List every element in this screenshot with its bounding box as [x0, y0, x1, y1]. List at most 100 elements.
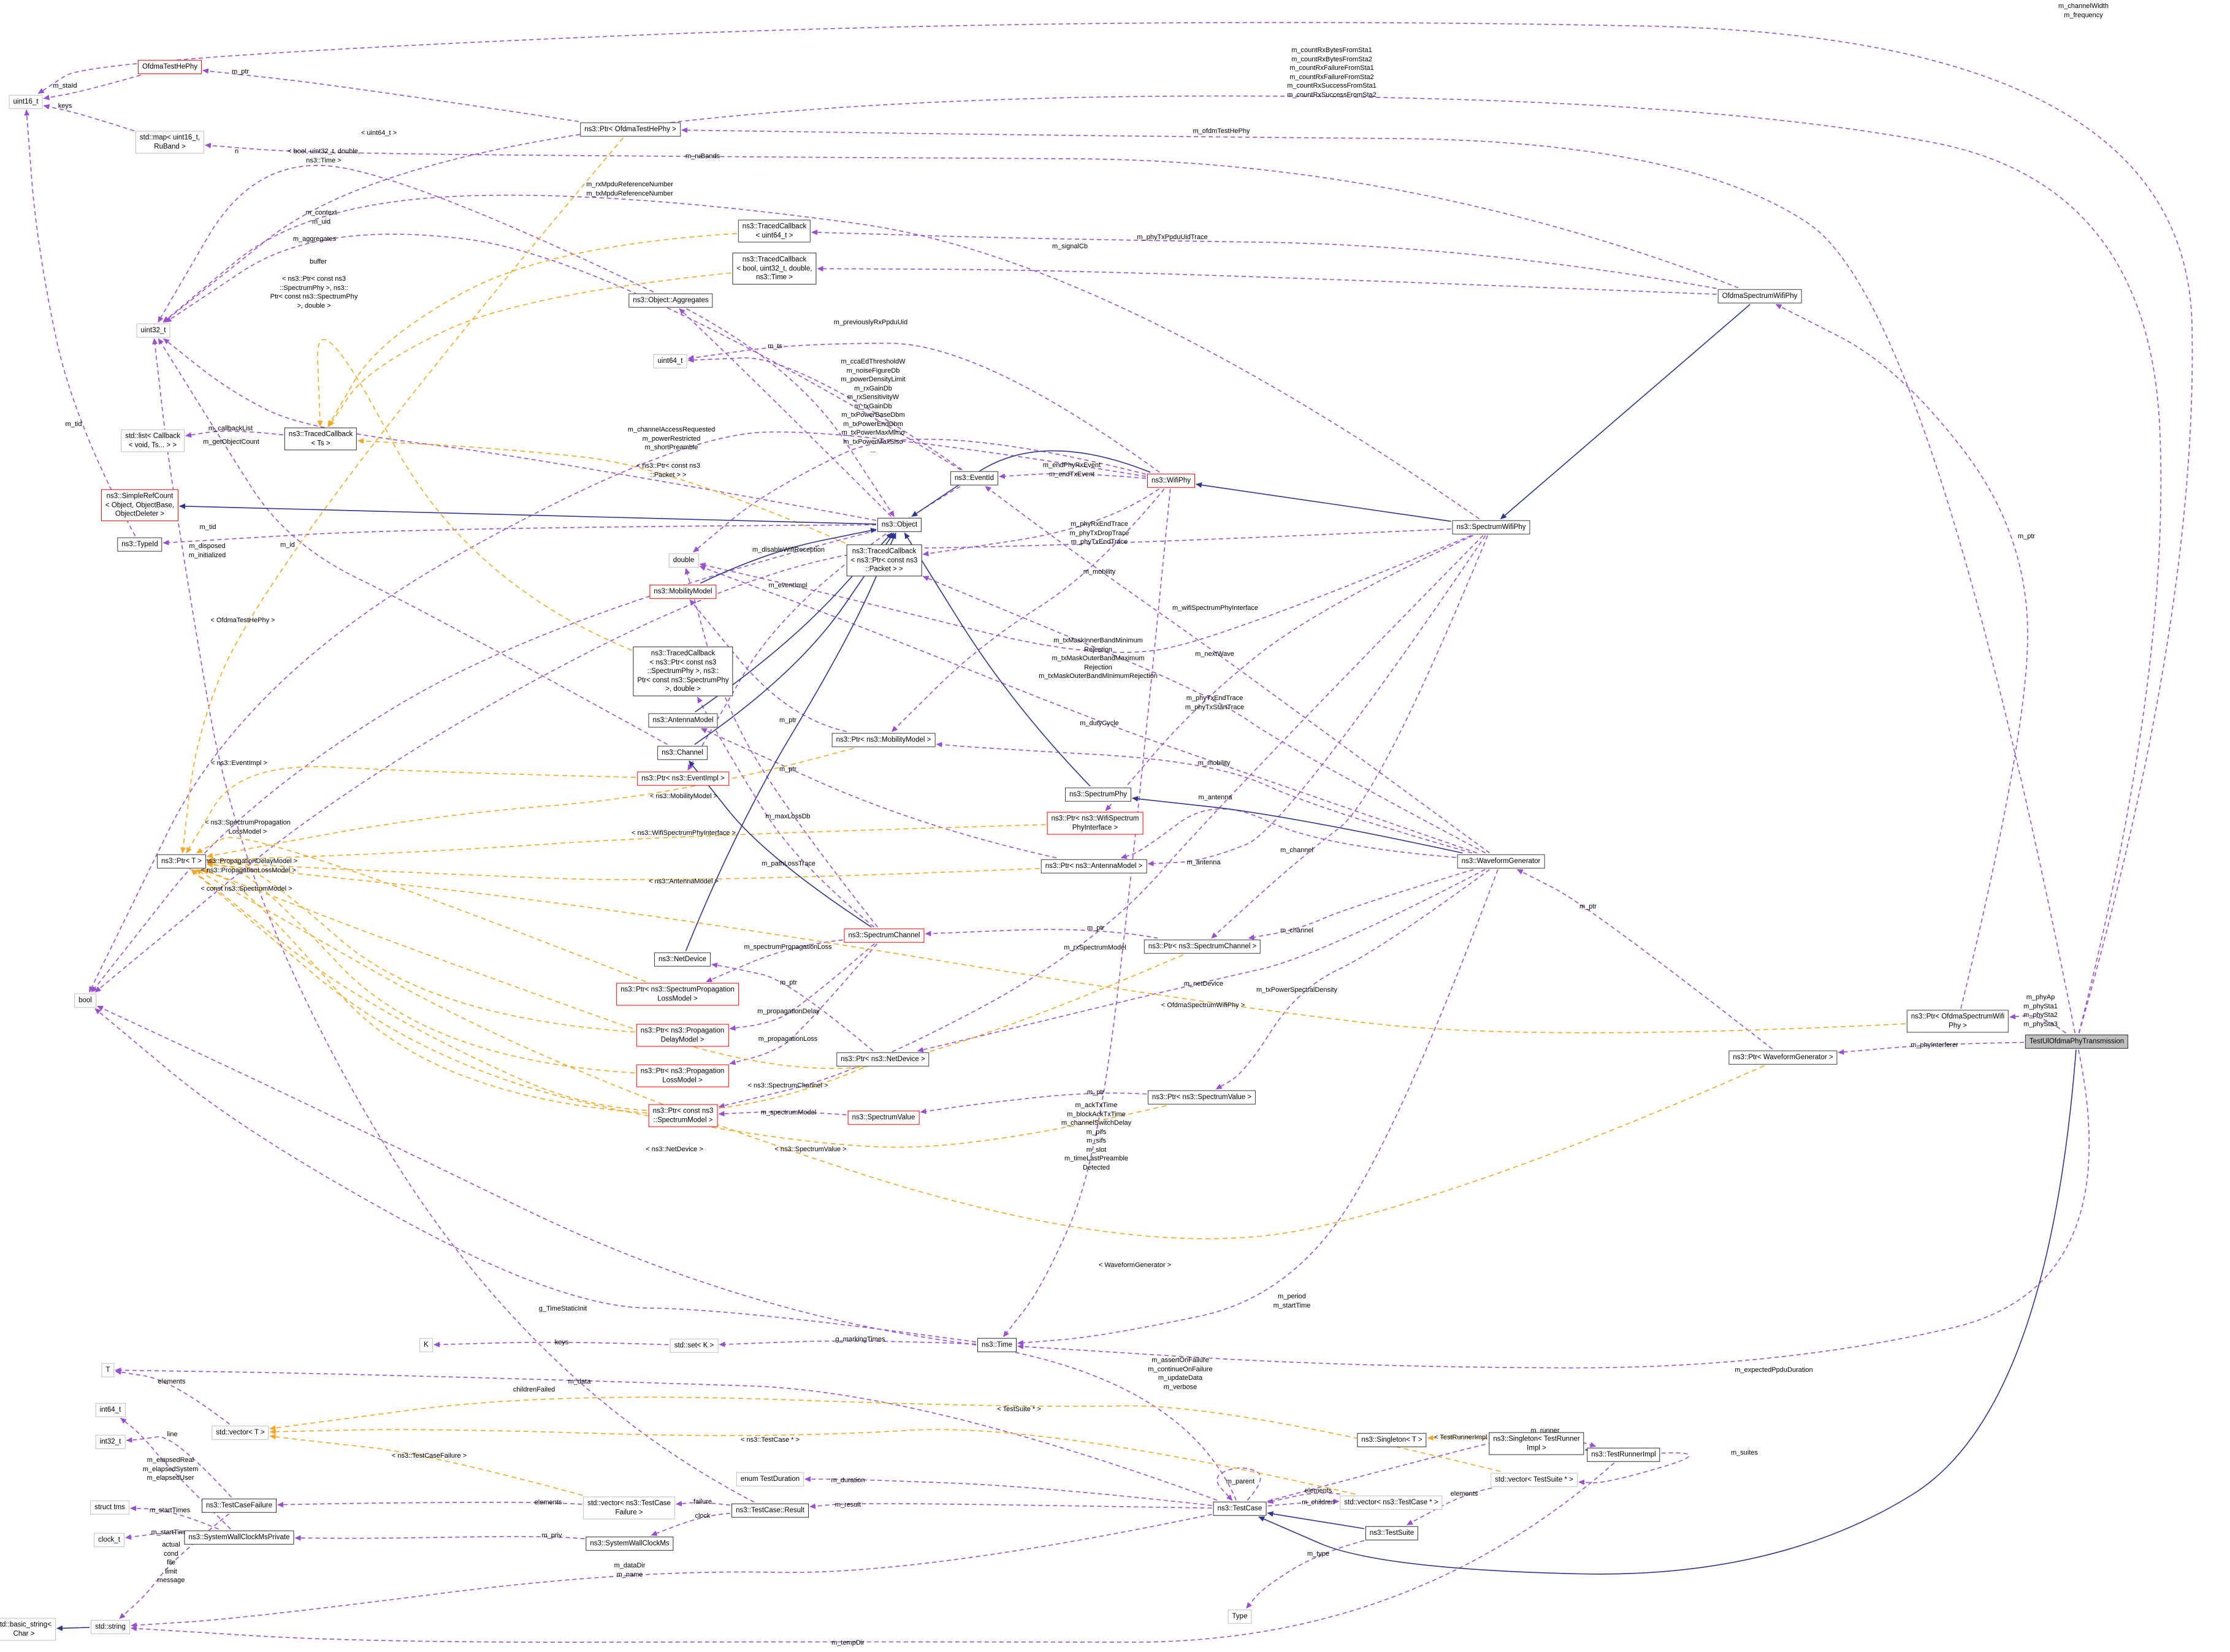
- node-std_map[interactable]: std::map< uint16_t, RuBand >: [135, 131, 205, 154]
- node-spectrumphy[interactable]: ns3::SpectrumPhy: [1065, 787, 1131, 802]
- node-std_string[interactable]: std::string: [91, 1620, 130, 1634]
- node-ns3_time[interactable]: ns3::Time: [977, 1338, 1017, 1352]
- node-ptr_ofdma_hephy[interactable]: ns3::Ptr< OfdmaTestHePhy >: [580, 122, 681, 137]
- edge-label: < uint64_t >: [361, 129, 397, 137]
- edge-testcase-vec_tcp: [1267, 1498, 1340, 1507]
- edge-testcase-bool: [97, 1005, 1237, 1501]
- node-spec_value[interactable]: ns3::SpectrumValue: [847, 1110, 920, 1125]
- edge-label: childrenFailed: [513, 1386, 556, 1393]
- node-ofdma_spec[interactable]: OfdmaSpectrumWifiPhy: [1717, 289, 1802, 303]
- node-ptr_ant[interactable]: ns3::Ptr< ns3::AntennaModel >: [1041, 859, 1147, 874]
- node-double[interactable]: double: [668, 553, 699, 568]
- node-eventid[interactable]: ns3::EventId: [950, 471, 998, 485]
- node-uint64[interactable]: uint64_t: [653, 354, 687, 368]
- edge-label: m_ofdmTestHePhy: [1193, 128, 1250, 135]
- node-tc_ts[interactable]: ns3::TracedCallback < Ts >: [284, 427, 357, 451]
- edge-eventid-uint32: [165, 234, 961, 471]
- node-tc_packet[interactable]: ns3::TracedCallback < ns3::Ptr< const ns…: [846, 544, 922, 576]
- node-ptr_wavegen[interactable]: ns3::Ptr< WaveformGenerator >: [1728, 1050, 1838, 1065]
- node-enum_dur[interactable]: enum TestDuration: [736, 1472, 804, 1486]
- edge-aggregates-object: [685, 308, 895, 517]
- node-uint32[interactable]: uint32_t: [136, 323, 170, 338]
- edge-label: m_nextWave: [1195, 650, 1234, 658]
- node-t[interactable]: T: [101, 1363, 115, 1377]
- node-tc_bool[interactable]: ns3::TracedCallback < bool, uint32_t, do…: [732, 253, 817, 284]
- node-vec_ts[interactable]: std::vector< TestSuite * >: [1491, 1472, 1578, 1487]
- edge-label: m_signalCb: [1052, 243, 1088, 250]
- node-swcm[interactable]: ns3::SystemWallClockMs: [586, 1536, 674, 1551]
- edge-label: m_txPowerSpectralDensity: [1256, 986, 1338, 994]
- node-simpleref[interactable]: ns3::SimpleRefCount < Object, ObjectBase…: [101, 489, 179, 521]
- node-ptr_specmodel[interactable]: ns3::Ptr< const ns3 ::SpectrumModel >: [648, 1104, 718, 1127]
- node-spec_wifi[interactable]: ns3::SpectrumWifiPhy: [1452, 520, 1530, 535]
- node-tc_uint64[interactable]: ns3::TracedCallback < uint64_t >: [738, 219, 811, 243]
- node-singleton_t[interactable]: ns3::Singleton< T >: [1357, 1433, 1427, 1447]
- edge-label: m_ptr: [231, 68, 250, 75]
- node-typeid[interactable]: ns3::TypeId: [117, 537, 162, 552]
- node-ptr_mob[interactable]: ns3::Ptr< ns3::MobilityModel >: [831, 733, 936, 747]
- edge-label: m_mobility: [1083, 568, 1116, 576]
- node-vec_tcp[interactable]: std::vector< ns3::TestCase * >: [1340, 1495, 1443, 1510]
- edge-ofdma_hephy-uint16: [43, 74, 141, 101]
- node-struct_tms[interactable]: struct tms: [90, 1500, 129, 1515]
- node-wifiphy[interactable]: ns3::WifiPhy: [1147, 473, 1195, 488]
- node-testsuite[interactable]: ns3::TestSuite: [1365, 1526, 1419, 1540]
- node-target[interactable]: TestUlOfdmaPhyTransmission: [2025, 1034, 2129, 1049]
- node-basic_string[interactable]: std::basic_string< Char >: [0, 1618, 56, 1641]
- edge-label: m_result: [834, 1501, 861, 1509]
- node-ptr_specprop[interactable]: ns3::Ptr< ns3::SpectrumPropagation LossM…: [616, 983, 739, 1006]
- edge-label: m_ptr: [779, 717, 797, 724]
- node-int32[interactable]: int32_t: [95, 1434, 126, 1449]
- edge-ptr_specval-spec_value: [920, 1092, 1147, 1114]
- node-ptr_specchan[interactable]: ns3::Ptr< ns3::SpectrumChannel >: [1144, 939, 1261, 954]
- node-waveform[interactable]: ns3::WaveformGenerator: [1457, 854, 1545, 869]
- node-clock_t[interactable]: clock_t: [94, 1532, 124, 1547]
- edge-label: m_ptr: [779, 979, 798, 986]
- node-object[interactable]: ns3::Object: [877, 517, 922, 532]
- node-netdevice[interactable]: ns3::NetDevice: [654, 952, 711, 967]
- node-ptr_wifispec[interactable]: ns3::Ptr< ns3::WifiSpectrum PhyInterface…: [1047, 812, 1144, 835]
- node-swcm_priv[interactable]: ns3::SystemWallClockMsPrivate: [184, 1530, 294, 1545]
- edge-label: m_ptr: [2017, 533, 2036, 540]
- edge-label: m_elapsedReal m_elapsedSystem m_elapsedU…: [142, 1456, 199, 1482]
- node-std_set[interactable]: std::set< K >: [670, 1338, 719, 1353]
- edge-label: m_getObjectCount: [203, 438, 259, 446]
- edge-ptr_netdev-netdevice: [711, 962, 874, 1052]
- node-aggregates[interactable]: ns3::Object::Aggregates: [628, 293, 713, 308]
- node-spec_channel[interactable]: ns3::SpectrumChannel: [844, 928, 925, 943]
- node-ptr_propdelay[interactable]: ns3::Ptr< ns3::Propagation DelayModel >: [636, 1024, 729, 1047]
- node-ofdma_hephy[interactable]: OfdmaTestHePhy: [137, 59, 202, 74]
- edge-waveform-spectrumphy: [1132, 796, 1463, 854]
- node-runnerimpl[interactable]: ns3::TestRunnerImpl: [1587, 1447, 1660, 1462]
- edge-label: keys: [554, 1339, 569, 1346]
- node-ptr_specval[interactable]: ns3::Ptr< ns3::SpectrumValue >: [1147, 1090, 1256, 1105]
- node-mobility[interactable]: ns3::MobilityModel: [649, 584, 717, 599]
- edge-label: m_propagationLoss: [758, 1035, 818, 1043]
- node-tc_result[interactable]: ns3::TestCase::Result: [731, 1503, 809, 1518]
- node-vector_T[interactable]: std::vector< T >: [212, 1425, 269, 1440]
- node-testcase_failure[interactable]: ns3::TestCaseFailure: [201, 1498, 277, 1513]
- node-bool[interactable]: bool: [74, 993, 96, 1008]
- node-vec_tcf[interactable]: std::vector< ns3::TestCase Failure >: [583, 1496, 675, 1520]
- edge-label: < const ns3::SpectrumModel >: [200, 885, 292, 893]
- node-ptr_ofdma_spec[interactable]: ns3::Ptr< OfdmaSpectrumWifi Phy >: [1906, 1010, 2009, 1033]
- node-ptr_eventimpl[interactable]: ns3::Ptr< ns3::EventImpl >: [637, 771, 729, 786]
- edge-label: m_phyRxEndTrace m_phyTxDropTrace m_phyTx…: [1069, 520, 1129, 546]
- node-testcase[interactable]: ns3::TestCase: [1213, 1501, 1267, 1516]
- node-std_list[interactable]: std::list< Callback < void, Ts... > >: [121, 429, 185, 452]
- node-type[interactable]: Type: [1228, 1609, 1252, 1624]
- node-k[interactable]: K: [419, 1338, 433, 1352]
- node-antenna[interactable]: ns3::AntennaModel: [648, 713, 718, 728]
- edge-singleton_tri-singleton_t: [1427, 1435, 1488, 1441]
- node-uint16[interactable]: uint16_t: [9, 94, 43, 109]
- node-tc_spec[interactable]: ns3::TracedCallback < ns3::Ptr< const ns…: [633, 646, 733, 696]
- edge-swcm-swcm_priv: [294, 1535, 585, 1541]
- node-ptr_netdev[interactable]: ns3::Ptr< ns3::NetDevice >: [836, 1052, 930, 1067]
- node-int64[interactable]: int64_t: [95, 1403, 126, 1417]
- node-ptr_t[interactable]: ns3::Ptr< T >: [156, 854, 207, 869]
- edge-label: m_parent: [1226, 1478, 1255, 1485]
- node-channel[interactable]: ns3::Channel: [657, 745, 708, 760]
- node-ptr_proploss[interactable]: ns3::Ptr< ns3::Propagation LossModel >: [636, 1064, 729, 1087]
- node-singleton_tri[interactable]: ns3::Singleton< TestRunner Impl >: [1489, 1432, 1584, 1455]
